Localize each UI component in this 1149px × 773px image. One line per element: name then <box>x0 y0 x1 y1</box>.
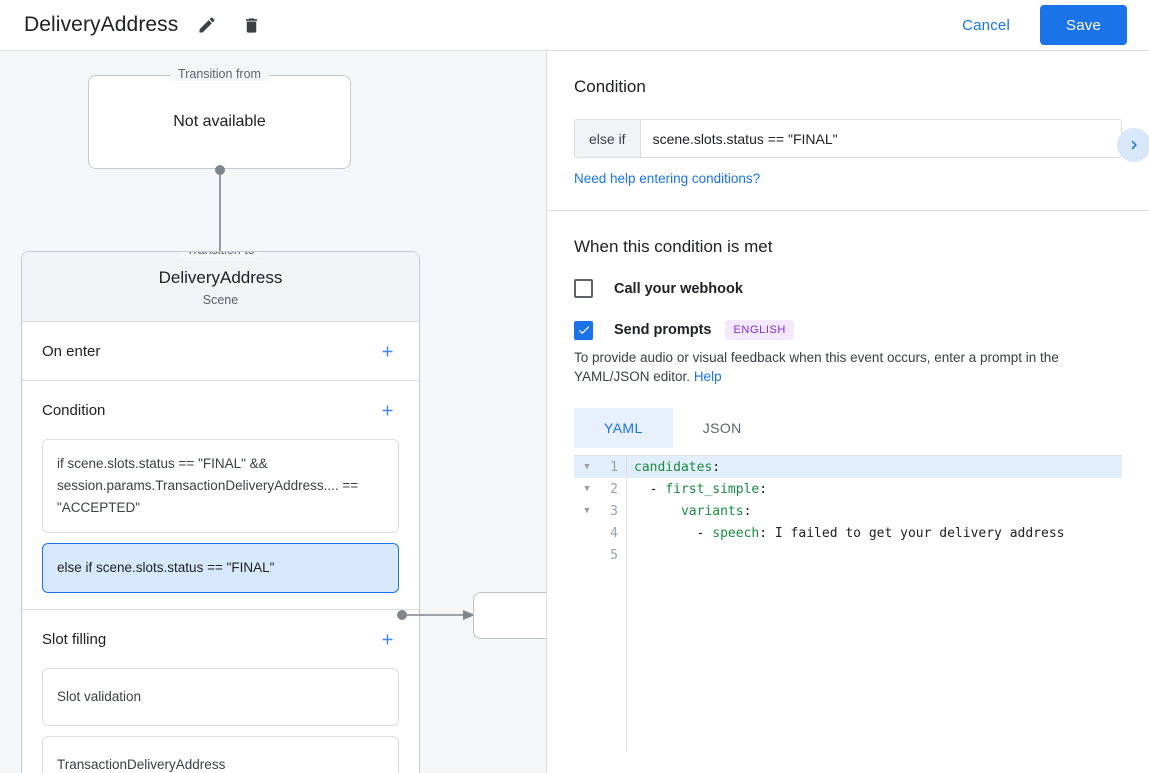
when-met-title: When this condition is met <box>574 237 773 256</box>
section-on-enter-header: On enter <box>42 322 399 380</box>
transition-to-header: DeliveryAddress Scene <box>22 252 419 322</box>
language-badge: ENGLISH <box>725 320 794 340</box>
plus-icon-glyph <box>382 634 392 644</box>
gutter-divider <box>626 456 627 751</box>
webhook-checkbox-row[interactable]: Call your webhook <box>574 279 1122 298</box>
line-number: 2 <box>610 481 618 497</box>
editor-format-tabs: YAML JSON <box>574 408 1122 448</box>
editor-line[interactable]: 4 - speech: I failed to get your deliver… <box>574 522 1122 544</box>
condition-item[interactable]: if scene.slots.status == "FINAL" && sess… <box>42 439 399 533</box>
section-condition: Condition if scene.slots.status == "FINA… <box>22 381 419 610</box>
fold-triangle-icon[interactable]: ▼ <box>584 484 590 494</box>
line-number: 5 <box>610 547 618 563</box>
condition-edge-connector <box>397 610 475 620</box>
section-slot-filling-header: Slot filling <box>42 610 399 668</box>
editor-line[interactable]: ▼ 3 variants: <box>574 500 1122 522</box>
send-prompts-label: Send prompts <box>614 322 712 338</box>
panel-when-met-section: When this condition is met Call your web… <box>547 211 1149 773</box>
editor-line[interactable]: ▼ 1 candidates: <box>574 456 1122 478</box>
section-slot-filling: Slot filling Slot validation Transaction… <box>22 610 419 773</box>
plus-icon-glyph <box>382 405 392 415</box>
prompts-note: To provide audio or visual feedback when… <box>574 348 1122 386</box>
page-header: DeliveryAddress Cancel Save <box>0 0 1149 51</box>
section-on-enter: On enter <box>22 322 419 381</box>
editor-line[interactable]: ▼ 2 - first_simple: <box>574 478 1122 500</box>
section-condition-header: Condition <box>42 381 399 439</box>
call-webhook-label: Call your webhook <box>614 280 743 297</box>
slot-item[interactable]: TransactionDeliveryAddress <box>42 736 399 773</box>
condition-prefix-label: else if <box>575 120 641 157</box>
chevron-right-icon-glyph <box>1131 140 1137 150</box>
plus-icon[interactable] <box>375 398 399 422</box>
transition-from-card[interactable]: Transition from Not available <box>88 67 351 169</box>
slot-item[interactable]: Slot validation <box>42 668 399 726</box>
condition-help-link[interactable]: Need help entering conditions? <box>574 171 761 186</box>
call-webhook-checkbox[interactable] <box>574 279 593 298</box>
section-condition-title: Condition <box>42 401 106 419</box>
prompts-note-text: To provide audio or visual feedback when… <box>574 350 1059 384</box>
fold-triangle-icon[interactable]: ▼ <box>584 506 590 516</box>
pencil-icon-glyph <box>199 17 215 33</box>
send-prompts-checkbox[interactable] <box>574 320 593 340</box>
pencil-icon[interactable] <box>192 10 222 40</box>
details-panel: Condition else if scene.slots.status == … <box>546 51 1149 773</box>
editor-line[interactable]: 5 <box>574 544 1122 566</box>
transition-to-card: Transition to DeliveryAddress Scene On e… <box>21 251 420 773</box>
condition-expression-input[interactable]: scene.slots.status == "FINAL" <box>652 130 838 147</box>
trash-icon[interactable] <box>236 10 266 40</box>
save-button[interactable]: Save <box>1040 5 1127 45</box>
line-number: 3 <box>610 503 618 519</box>
target-node-card[interactable] <box>473 592 546 639</box>
chevron-right-icon[interactable] <box>1117 128 1149 162</box>
send-prompts-checkbox-row[interactable]: Send prompts ENGLISH <box>574 320 1122 340</box>
code-text: - first_simple: <box>634 481 768 497</box>
transition-from-value: Not available <box>173 113 266 130</box>
cancel-button[interactable]: Cancel <box>948 9 1024 42</box>
plus-icon[interactable] <box>375 627 399 651</box>
panel-condition-section: Condition else if scene.slots.status == … <box>547 51 1149 211</box>
trash-icon-glyph <box>245 17 257 33</box>
code-text: candidates: <box>634 459 721 475</box>
tab-yaml[interactable]: YAML <box>574 408 673 448</box>
tab-json[interactable]: JSON <box>702 420 742 436</box>
flow-canvas: Transition from Not available Transition… <box>0 51 546 773</box>
transition-to-legend: Transition to <box>178 252 263 257</box>
section-on-enter-title: On enter <box>42 342 101 360</box>
plus-icon[interactable] <box>375 339 399 363</box>
line-number: 4 <box>610 525 618 541</box>
transition-from-legend: Transition from <box>170 67 269 81</box>
code-text: - speech: I failed to get your delivery … <box>634 525 1065 541</box>
fold-triangle-icon[interactable]: ▼ <box>584 462 590 472</box>
editor-lines[interactable]: ▼ 1 candidates: ▼ 2 - first_simple: ▼ 3 varian… <box>574 456 1122 566</box>
panel-condition-title: Condition <box>574 77 646 96</box>
transition-to-title: DeliveryAddress <box>158 268 283 287</box>
condition-item-selected[interactable]: else if scene.slots.status == "FINAL" <box>42 543 399 593</box>
plus-icon-glyph <box>382 346 392 356</box>
section-slot-filling-title: Slot filling <box>42 630 107 648</box>
code-text: variants: <box>680 503 752 519</box>
check-icon <box>578 326 589 335</box>
yaml-editor[interactable]: ▼ 1 candidates: ▼ 2 - first_simple: ▼ 3 varian… <box>574 455 1122 751</box>
prompts-note-help-link[interactable]: Help <box>693 369 722 384</box>
page-title: DeliveryAddress <box>24 13 179 36</box>
line-number: 1 <box>610 459 618 475</box>
condition-input-row[interactable]: else if scene.slots.status == "FINAL" <box>574 119 1122 158</box>
transition-to-subtitle: Scene <box>202 293 239 307</box>
